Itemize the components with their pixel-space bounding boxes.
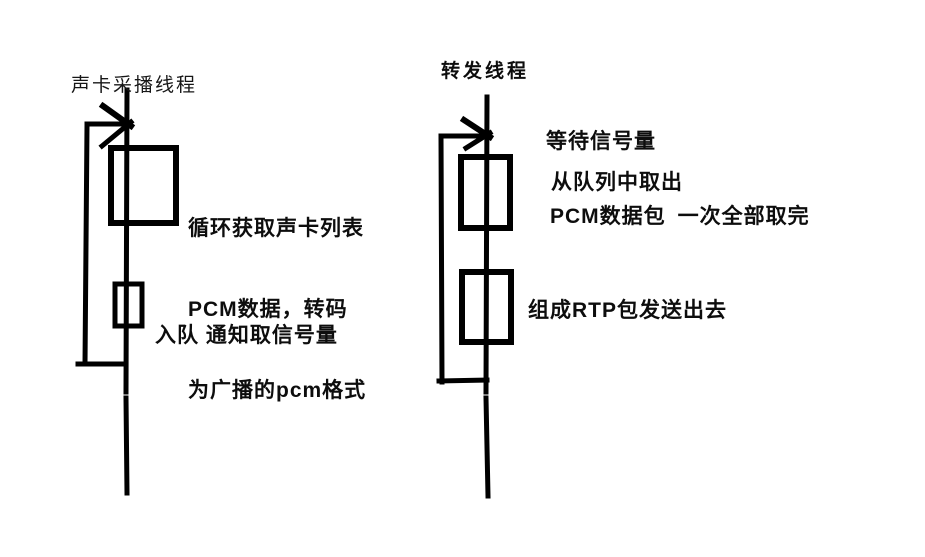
right-loop-return-line xyxy=(436,133,490,385)
right-send-note: 组成RTP包发送出去 xyxy=(528,299,727,322)
right-thread-title: 转发线程 xyxy=(441,61,530,82)
right-wait-note: 等待信号量 xyxy=(546,130,656,153)
right-send-box xyxy=(459,269,514,345)
left-process-note: 循环获取声卡列表 PCM数据，转码 为广播的pcm格式 xyxy=(188,164,366,455)
left-loop-return-line xyxy=(75,123,125,367)
left-enqueue-box xyxy=(112,281,145,329)
left-thread-title: 声卡采播线程 xyxy=(71,75,198,96)
left-process-note-line3: 为广播的pcm格式 xyxy=(188,379,367,402)
right-thread-drawing xyxy=(436,94,514,499)
left-thread-drawing xyxy=(75,87,179,496)
left-process-note-line2: PCM数据，转码 xyxy=(188,298,348,321)
left-process-note-line1: 循环获取声卡列表 xyxy=(188,217,364,240)
right-dequeue-note-line2: PCM数据包 一次全部取完 xyxy=(550,200,810,230)
right-dequeue-note-line1: 从队列中取出 xyxy=(551,171,683,194)
right-loop-arrowhead-icon xyxy=(462,129,494,152)
right-dequeue-packet-text: PCM数据包 xyxy=(550,205,666,228)
right-dequeue-aside-text: 一次全部取完 xyxy=(677,205,810,228)
left-thread-lifeline xyxy=(123,87,130,496)
left-process-box xyxy=(108,145,179,226)
left-loop-arrowhead-icon xyxy=(98,118,135,150)
left-enqueue-note: 入队 通知取信号量 xyxy=(155,324,338,347)
right-dequeue-box xyxy=(458,154,513,231)
